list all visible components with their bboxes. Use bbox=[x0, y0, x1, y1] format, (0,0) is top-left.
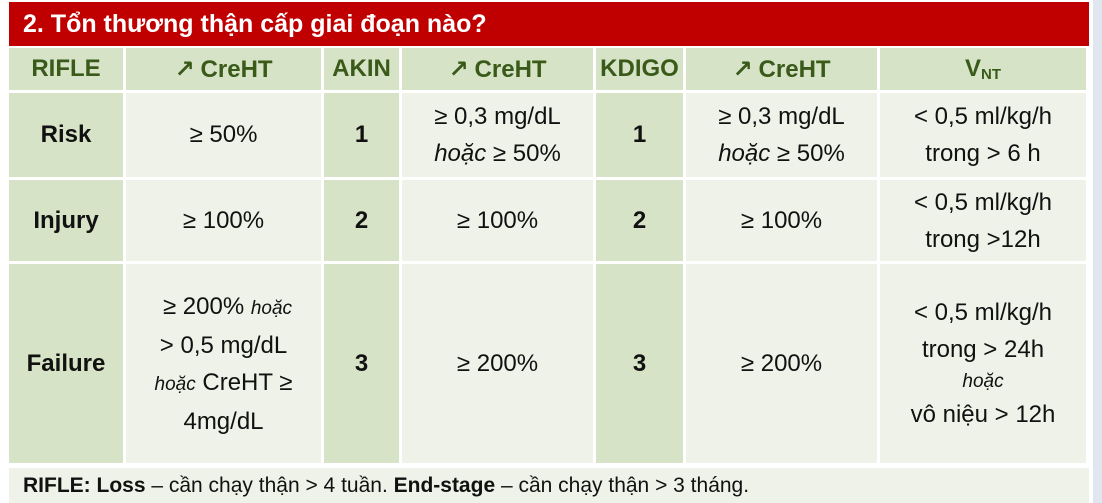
footer-note: RIFLE: Loss – cần chạy thận > 4 tuần. En… bbox=[9, 468, 1089, 503]
table-row-failure: Failure ≥ 200% hoặc > 0,5 mg/dL hoặc Cre… bbox=[9, 264, 1089, 466]
kdigo-value-failure: ≥ 200% bbox=[686, 264, 880, 466]
header-akin: AKIN bbox=[324, 48, 402, 93]
akin-stage-1: 1 bbox=[324, 93, 402, 180]
or-text: hoặc bbox=[154, 373, 196, 395]
rifle-failure-line3: hoặc CreHT ≥ bbox=[126, 364, 321, 403]
header-row: RIFLE ↗CreHT AKIN ↗CreHT KDIGO ↗CreHT VN… bbox=[9, 48, 1089, 93]
vnt-line1: < 0,5 ml/kg/h bbox=[913, 103, 1053, 130]
akin-stage-2: 2 bbox=[324, 180, 402, 264]
increase-arrow-icon: ↗ bbox=[448, 55, 469, 83]
kdigo-value-injury: ≥ 100% bbox=[686, 180, 880, 264]
footer-end-stage-text: – cần chạy thận > 3 tháng. bbox=[495, 474, 750, 497]
or-text: hoặc bbox=[962, 371, 1004, 392]
header-vnt-sub: NT bbox=[981, 66, 1001, 83]
rifle-failure-line3-text: CreHT ≥ bbox=[195, 368, 293, 396]
akin-value-line2-text: ≥ 50% bbox=[486, 140, 561, 167]
aki-staging-table: RIFLE ↗CreHT AKIN ↗CreHT KDIGO ↗CreHT VN… bbox=[9, 48, 1089, 466]
kdigo-stage-1: 1 bbox=[596, 93, 686, 180]
vnt-line1: < 0,5 ml/kg/h bbox=[913, 188, 1053, 216]
header-kdigo-creht: ↗CreHT bbox=[686, 48, 880, 93]
header-creht-label: CreHT bbox=[200, 55, 273, 83]
header-creht-label: CreHT bbox=[474, 55, 547, 83]
kdigo-stage-2: 2 bbox=[596, 180, 686, 264]
header-rifle: RIFLE bbox=[9, 48, 126, 93]
header-kdigo: KDIGO bbox=[596, 48, 686, 93]
rifle-value-injury: ≥ 100% bbox=[126, 180, 324, 264]
rifle-failure-line4: 4mg/dL bbox=[183, 407, 264, 435]
header-akin-creht: ↗CreHT bbox=[402, 48, 596, 93]
or-text: hoặc bbox=[434, 140, 487, 167]
table-row-risk: Risk ≥ 50% 1 ≥ 0,3 mg/dL hoặc ≥ 50% 1 ≥ … bbox=[9, 93, 1089, 180]
kdigo-value-line1: ≥ 0,3 mg/dL bbox=[718, 103, 845, 130]
akin-stage-3: 3 bbox=[324, 264, 402, 466]
row-label-failure: Failure bbox=[9, 264, 126, 466]
rifle-value-risk: ≥ 50% bbox=[126, 93, 324, 180]
vnt-line2: trong > 6 h bbox=[925, 140, 1041, 167]
header-creht-label: CreHT bbox=[758, 55, 831, 83]
footer-rifle-loss: RIFLE: Loss bbox=[23, 474, 146, 497]
akin-value-injury: ≥ 100% bbox=[402, 180, 596, 264]
increase-arrow-icon: ↗ bbox=[174, 55, 195, 83]
rifle-failure-line1: ≥ 200% hoặc bbox=[126, 288, 321, 327]
footer-end-stage: End-stage bbox=[393, 474, 496, 497]
kdigo-stage-3: 3 bbox=[596, 264, 686, 466]
vnt-value-risk: < 0,5 ml/kg/h trong > 6 h bbox=[880, 93, 1089, 180]
question-title: 2. Tổn thương thận cấp giai đoạn nào? bbox=[9, 2, 1089, 46]
vnt-line1: < 0,5 ml/kg/h bbox=[913, 299, 1053, 326]
vnt-value-failure: < 0,5 ml/kg/h trong > 24h hoặc vô niệu >… bbox=[880, 264, 1089, 466]
rifle-value-failure: ≥ 200% hoặc > 0,5 mg/dL hoặc CreHT ≥ 4mg… bbox=[126, 264, 324, 466]
vnt-line2: trong > 24h bbox=[921, 336, 1045, 363]
table-row-injury: Injury ≥ 100% 2 ≥ 100% 2 ≥ 100% < 0,5 ml… bbox=[9, 180, 1089, 264]
vnt-value-injury: < 0,5 ml/kg/h trong >12h bbox=[880, 180, 1089, 264]
header-vnt-main: V bbox=[964, 55, 981, 82]
footer-loss-text: – cần chạy thận > 4 tuần. bbox=[145, 474, 394, 497]
rifle-failure-line1-text: ≥ 200% bbox=[162, 292, 251, 320]
row-label-injury: Injury bbox=[9, 180, 126, 264]
rifle-failure-line2: > 0,5 mg/dL bbox=[159, 331, 288, 359]
vnt-line3: vô niệu > 12h bbox=[910, 401, 1056, 428]
or-text: hoặc bbox=[250, 297, 293, 319]
akin-value-failure: ≥ 200% bbox=[402, 264, 596, 466]
header-rifle-creht: ↗CreHT bbox=[126, 48, 324, 93]
row-label-risk: Risk bbox=[9, 93, 126, 180]
akin-value-line1: ≥ 0,3 mg/dL bbox=[434, 103, 561, 130]
kdigo-value-line2-text: ≥ 50% bbox=[770, 140, 845, 167]
increase-arrow-icon: ↗ bbox=[732, 55, 753, 83]
right-edge-strip bbox=[1093, 0, 1102, 503]
kdigo-value-line2: hoặc ≥ 50% bbox=[686, 135, 877, 172]
akin-value-line2: hoặc ≥ 50% bbox=[402, 135, 593, 172]
kdigo-value-risk: ≥ 0,3 mg/dL hoặc ≥ 50% bbox=[686, 93, 880, 180]
header-vnt: VNT bbox=[880, 48, 1089, 93]
akin-value-risk: ≥ 0,3 mg/dL hoặc ≥ 50% bbox=[402, 93, 596, 180]
or-text: hoặc bbox=[718, 140, 771, 167]
vnt-line2: trong >12h bbox=[925, 225, 1041, 253]
